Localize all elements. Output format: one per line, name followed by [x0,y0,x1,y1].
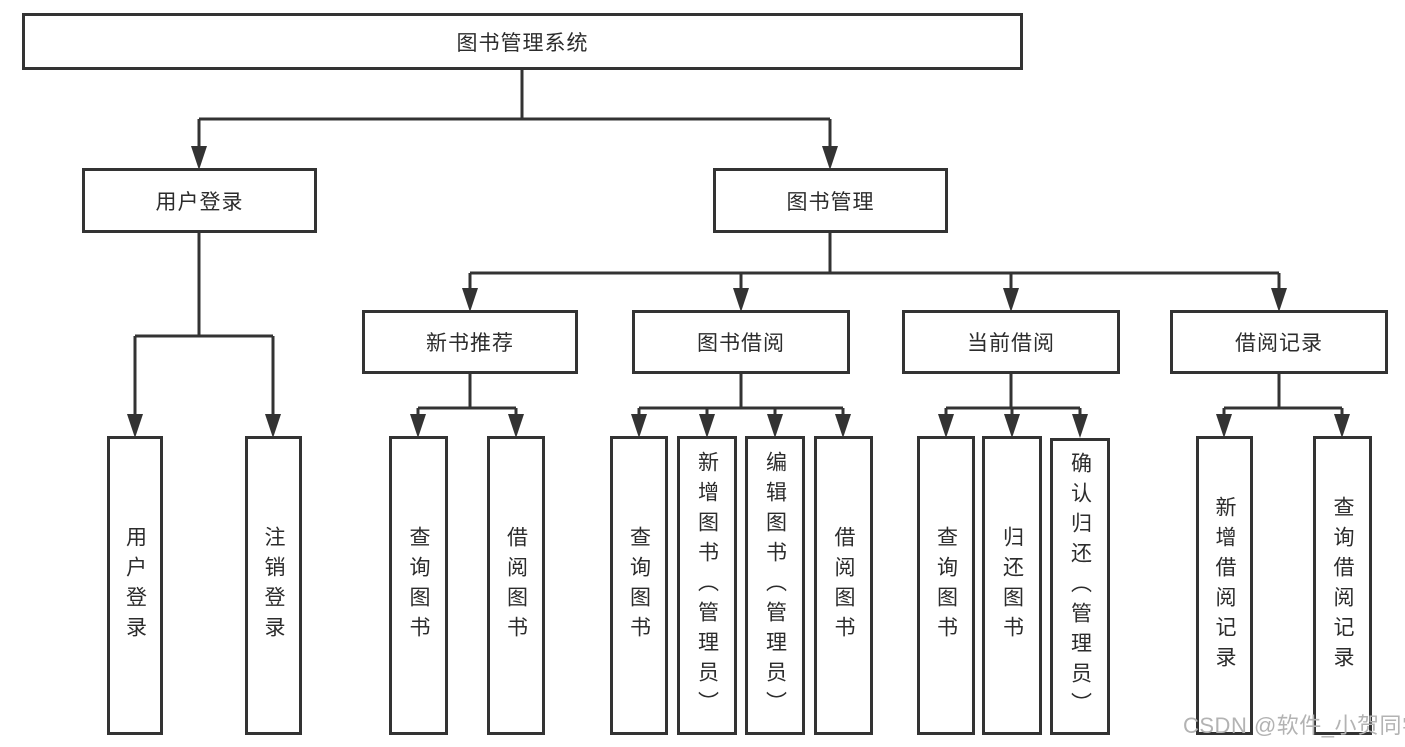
leaf-return-books-label: 归还图书 [1000,525,1024,646]
leaf-add-books-admin-label: 新增图书（管理员） [695,450,719,721]
leaf-query-books-recommend-label: 查询图书 [407,525,430,646]
leaf-logout-label: 注销登录 [262,525,285,646]
connector-book-borrow-children [631,374,851,438]
leaf-borrow-books: 借阅图书 [814,436,873,735]
leaf-query-borrow-record: 查询借阅记录 [1313,436,1372,735]
node-borrow-record: 借阅记录 [1170,310,1388,374]
node-root-system: 图书管理系统 [22,13,1023,70]
leaf-confirm-return-admin: 确认归还（管理员） [1050,438,1110,735]
connector-root-to-level2 [191,69,838,170]
leaf-query-borrow-record-label: 查询借阅记录 [1331,495,1354,676]
leaf-add-books-admin: 新增图书（管理员） [677,436,737,735]
node-borrow-record-label: 借阅记录 [1235,332,1323,355]
leaf-confirm-return-admin-label: 确认归还（管理员） [1068,451,1092,722]
node-user-login-label: 用户登录 [155,190,244,214]
watermark: CSDN @软件_小贺同学 [1183,713,1405,738]
leaf-edit-books-admin-label: 编辑图书（管理员） [763,450,787,721]
node-user-login: 用户登录 [82,168,317,233]
node-current-borrow: 当前借阅 [902,310,1120,374]
leaf-user-login-label: 用户登录 [123,525,147,646]
leaf-borrow-books-recommend: 借阅图书 [487,436,545,735]
leaf-add-borrow-record-label: 新增借阅记录 [1213,495,1236,676]
leaf-borrow-books-recommend-label: 借阅图书 [504,525,528,646]
leaf-add-borrow-record: 新增借阅记录 [1196,436,1253,735]
connector-book-management-children [462,233,1287,312]
leaf-query-books-recommend: 查询图书 [389,436,448,735]
leaf-user-login: 用户登录 [107,436,163,735]
leaf-query-books-current: 查询图书 [917,436,975,735]
connector-current-borrow-children [938,374,1088,438]
connector-new-book-children [410,374,524,438]
leaf-borrow-books-label: 借阅图书 [832,525,855,646]
node-book-borrow: 图书借阅 [632,310,850,374]
node-book-management: 图书管理 [713,168,948,233]
leaf-query-books-borrow-label: 查询图书 [627,525,651,646]
node-current-borrow-label: 当前借阅 [967,332,1055,355]
connector-borrow-record-children [1216,374,1350,438]
node-book-borrow-label: 图书借阅 [697,332,785,355]
leaf-edit-books-admin: 编辑图书（管理员） [745,436,805,735]
node-new-book-recommend: 新书推荐 [362,310,578,374]
leaf-query-books-current-label: 查询图书 [934,525,958,646]
leaf-return-books: 归还图书 [982,436,1042,735]
leaf-query-books-borrow: 查询图书 [610,436,668,735]
node-new-book-recommend-label: 新书推荐 [426,332,514,355]
connector-user-login-children [127,233,281,438]
node-book-management-label: 图书管理 [786,190,875,214]
node-root-label: 图书管理系统 [456,31,589,55]
leaf-logout: 注销登录 [245,436,302,735]
